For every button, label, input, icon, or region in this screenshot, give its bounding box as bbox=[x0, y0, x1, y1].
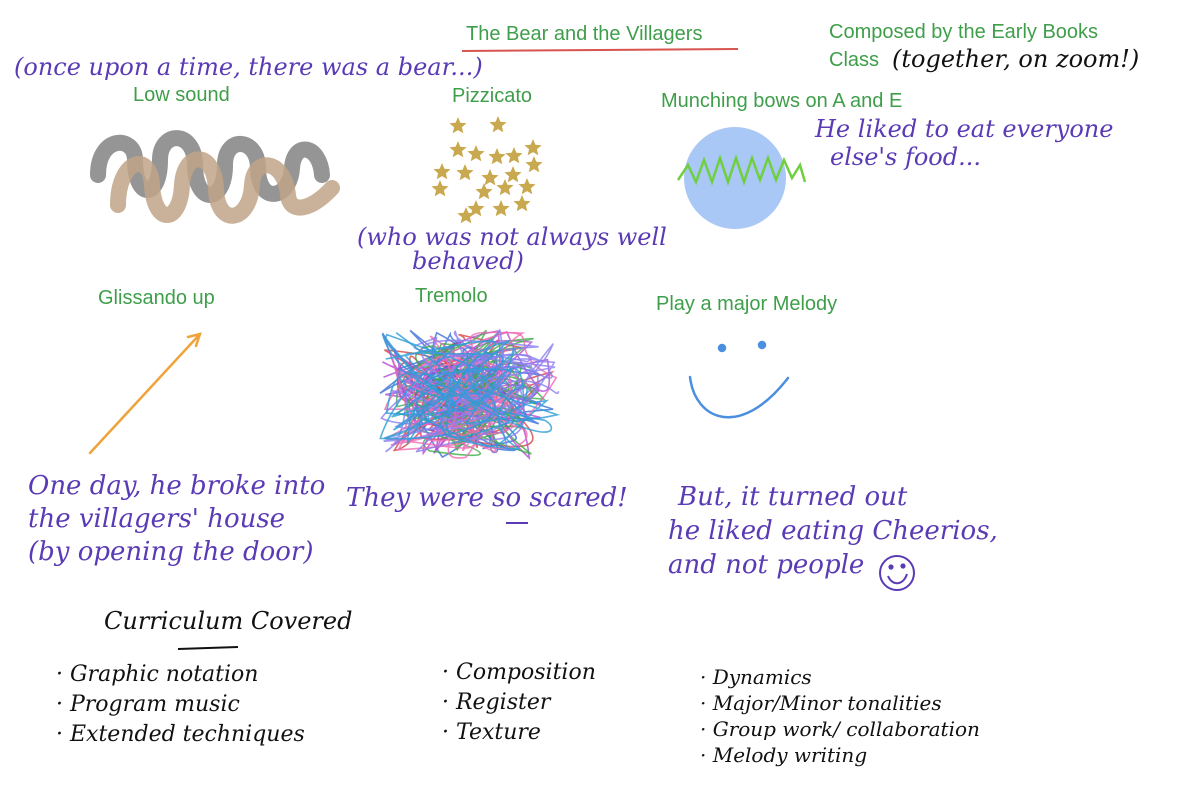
note-food-line-2: else's food... bbox=[830, 142, 981, 171]
curriculum-underline bbox=[177, 646, 239, 650]
curriculum-item: · Extended techniques bbox=[56, 722, 305, 747]
star-icon bbox=[449, 117, 467, 134]
note-cheerios-line-2: he liked eating Cheerios, bbox=[668, 516, 998, 546]
star-icon bbox=[518, 178, 536, 195]
label-pizzicato: Pizzicato bbox=[452, 85, 533, 107]
story-intro: (once upon a time, there was a bear...) bbox=[14, 53, 483, 81]
curriculum-item: · Register bbox=[442, 690, 551, 715]
curriculum-column-2: · Composition · Register · Texture bbox=[442, 658, 596, 748]
credit-handwritten: (together, on zoom!) bbox=[892, 45, 1140, 73]
star-icon bbox=[513, 195, 531, 212]
note-scared: They were so scared! bbox=[346, 483, 628, 513]
star-icon bbox=[433, 163, 451, 180]
label-low-sound: Low sound bbox=[133, 84, 230, 106]
note-cheerios: But, it turned out he liked eating Cheer… bbox=[668, 480, 998, 582]
star-icon bbox=[524, 139, 542, 156]
tremolo-scribble-icon bbox=[379, 328, 561, 461]
star-icon bbox=[492, 200, 510, 217]
note-broke-in-line-3: (by opening the door) bbox=[28, 537, 314, 567]
munching-circle-icon bbox=[676, 127, 807, 229]
note-cheerios-line-3: and not people bbox=[668, 550, 865, 580]
note-food: He liked to eat everyone else's food... bbox=[815, 115, 1114, 171]
cheerios-smiley-icon bbox=[879, 555, 915, 591]
star-icon bbox=[449, 141, 467, 158]
curriculum-item: · Dynamics bbox=[700, 665, 812, 689]
note-food-line-1: He liked to eat everyone bbox=[815, 115, 1114, 143]
curriculum-item: · Melody writing bbox=[700, 743, 868, 767]
star-icon bbox=[431, 180, 449, 197]
star-icon bbox=[505, 147, 523, 164]
page-title: The Bear and the Villagers bbox=[466, 23, 703, 45]
low-sound-scribble-icon bbox=[90, 130, 340, 224]
curriculum-column-1: · Graphic notation · Program music · Ext… bbox=[56, 660, 305, 750]
credit-line-2: Class bbox=[829, 49, 880, 71]
label-tremolo: Tremolo bbox=[415, 285, 488, 307]
curriculum-item: · Program music bbox=[56, 692, 240, 717]
star-icon bbox=[488, 148, 506, 165]
curriculum-item: · Graphic notation bbox=[56, 662, 259, 687]
star-icon bbox=[457, 207, 475, 224]
label-major-melody: Play a major Melody bbox=[656, 293, 838, 315]
glissando-arrow-icon bbox=[88, 332, 202, 455]
pizzicato-stars-icon bbox=[431, 116, 543, 224]
note-broke-in: One day, he broke into the villagers' ho… bbox=[28, 470, 325, 569]
label-munching: Munching bows on A and E bbox=[661, 90, 903, 112]
star-icon bbox=[467, 200, 485, 217]
curriculum-item: · Composition bbox=[442, 660, 596, 685]
curriculum-item: · Major/Minor tonalities bbox=[700, 691, 942, 715]
note-broke-in-line-1: One day, he broke into bbox=[28, 471, 326, 501]
tremolo-stroke bbox=[379, 332, 553, 440]
note-cheerios-line-1: But, it turned out bbox=[678, 482, 908, 512]
note-behaved: (who was not always well behaved) bbox=[357, 225, 667, 273]
label-glissando: Glissando up bbox=[98, 287, 215, 309]
star-icon bbox=[525, 156, 543, 173]
star-icon bbox=[504, 166, 522, 183]
star-icon bbox=[481, 169, 499, 186]
star-icon bbox=[467, 145, 485, 162]
credit-line-1: Composed by the Early Books bbox=[829, 21, 1099, 43]
curriculum-item: · Group work/ collaboration bbox=[700, 717, 980, 741]
note-broke-in-line-2: the villagers' house bbox=[28, 504, 286, 534]
star-icon bbox=[456, 164, 474, 181]
curriculum-item: · Texture bbox=[442, 720, 541, 745]
curriculum-column-3: · Dynamics · Major/Minor tonalities · Gr… bbox=[700, 664, 980, 768]
title-underline bbox=[461, 48, 739, 52]
note-behaved-line-2: behaved) bbox=[412, 247, 524, 275]
major-melody-smiley-icon bbox=[688, 340, 790, 419]
star-icon bbox=[496, 179, 514, 196]
star-icon bbox=[475, 183, 493, 200]
star-icon bbox=[489, 116, 507, 133]
curriculum-heading: Curriculum Covered bbox=[104, 607, 353, 635]
note-behaved-line-1: (who was not always well bbox=[357, 223, 667, 251]
